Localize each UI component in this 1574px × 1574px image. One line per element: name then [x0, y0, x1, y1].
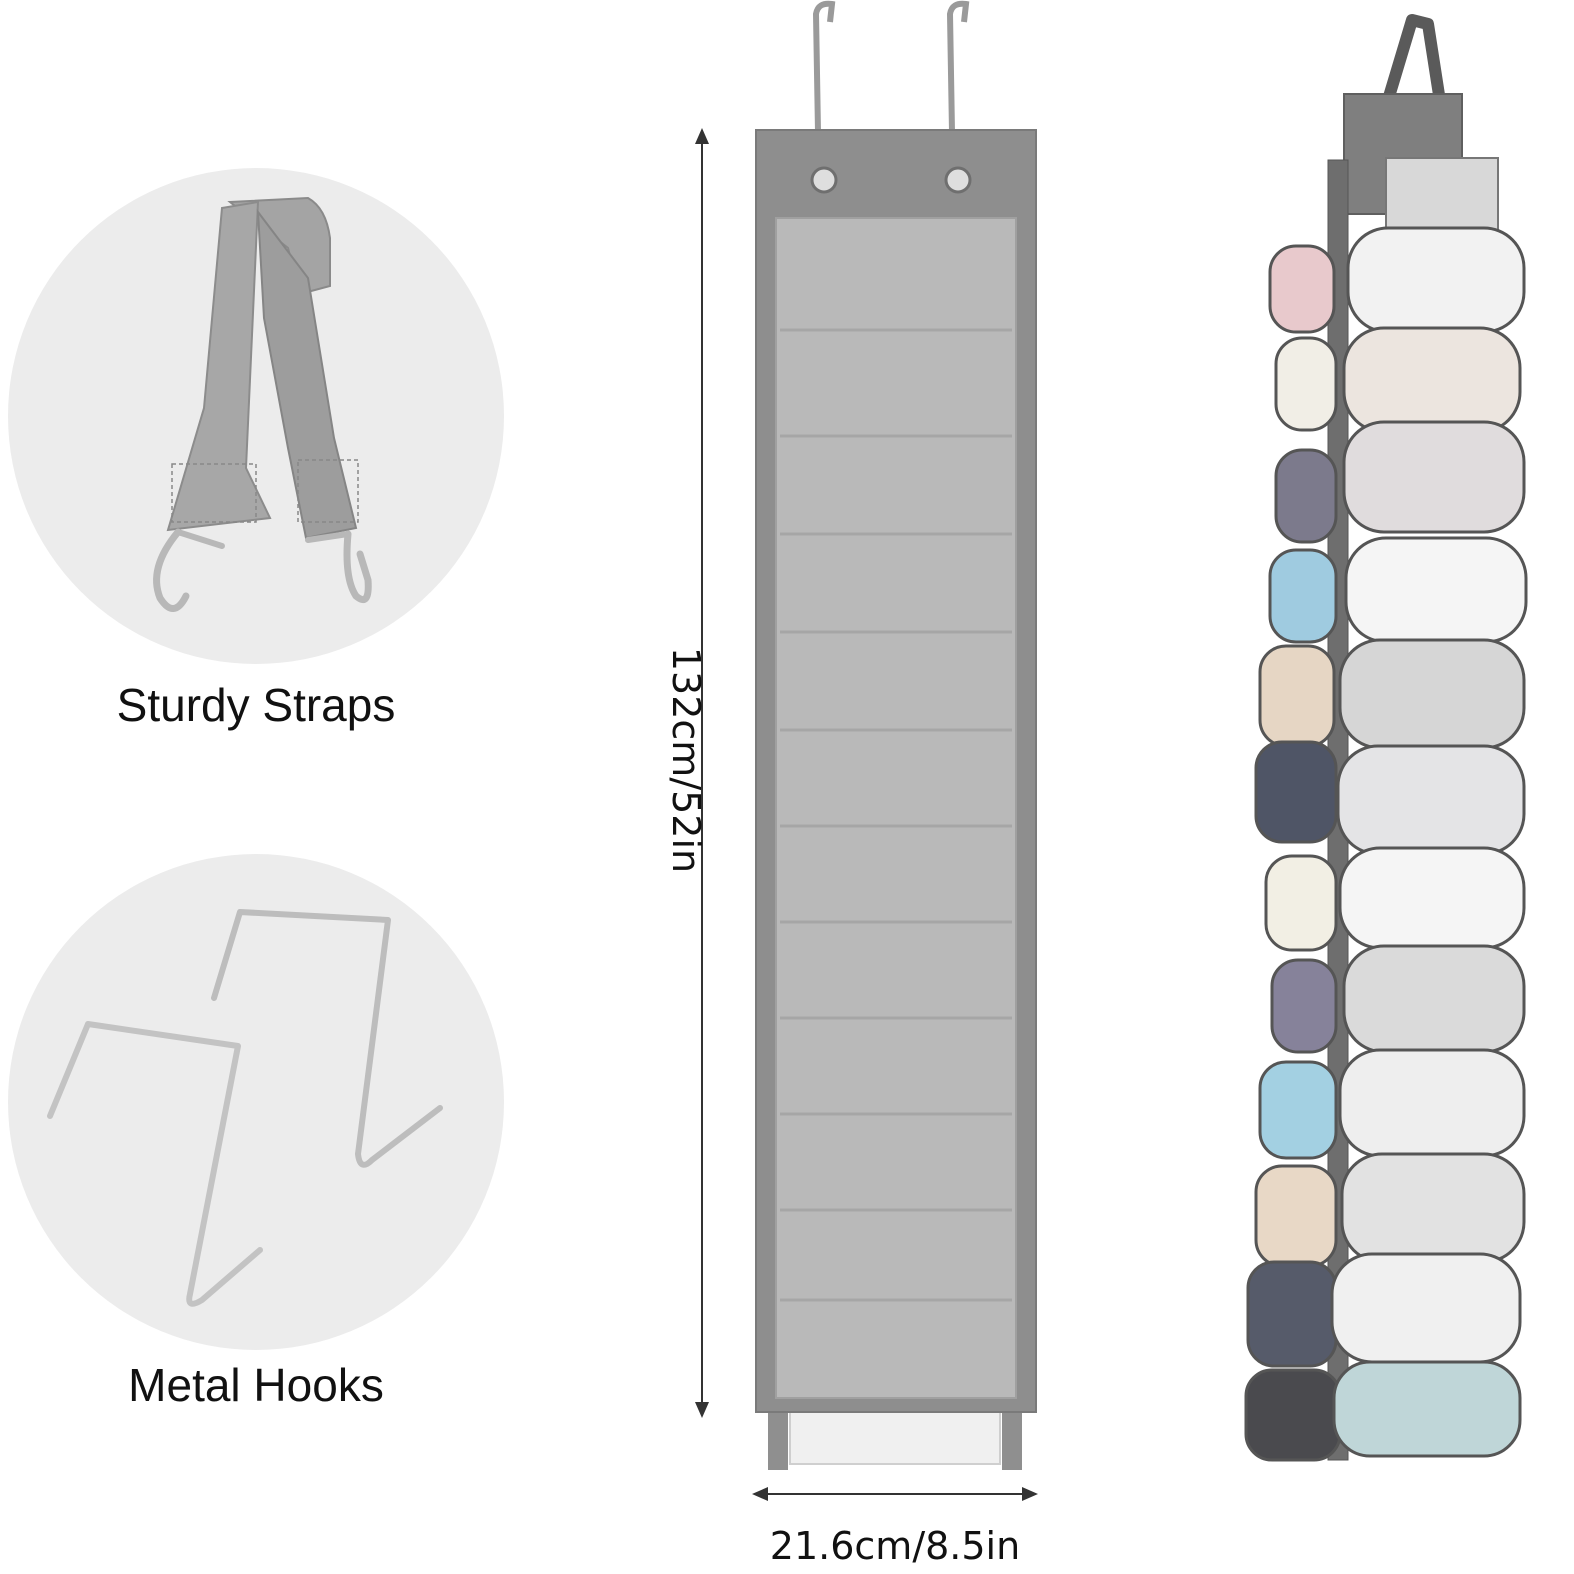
straps-feature-circle	[8, 168, 504, 664]
width-dimension-label: 21.6cm/8.5in	[769, 1524, 1021, 1568]
flat-organizer-image	[755, 0, 1037, 1470]
metal-hook-icon	[47, 909, 443, 1307]
strap-icon	[153, 196, 372, 612]
feature-label-hooks: Metal Hooks	[128, 1359, 384, 1411]
hooks-feature-circle	[8, 854, 504, 1350]
height-dimension-label: 132cm/52in	[664, 646, 708, 874]
width-dimension-arrow	[752, 1487, 1038, 1501]
feature-label-straps: Sturdy Straps	[116, 679, 396, 731]
height-dimension-arrow	[695, 128, 709, 1418]
filled-organizer-image	[1244, 14, 1528, 1462]
